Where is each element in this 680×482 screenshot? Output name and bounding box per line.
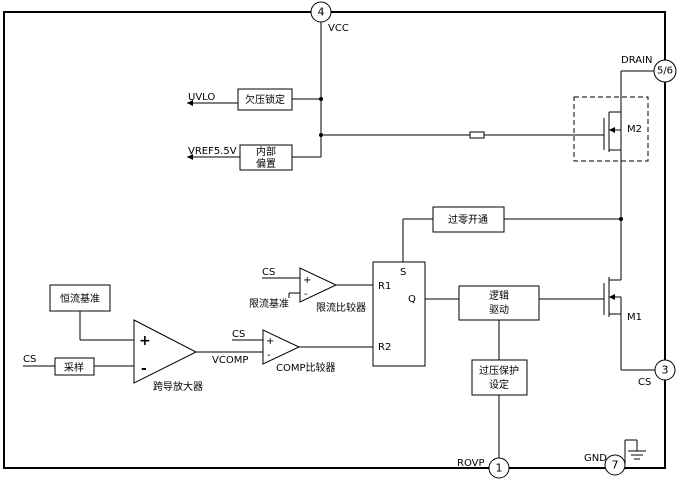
pin-cs-num: 3 (662, 364, 669, 377)
uvlo-block-label: 欠压锁定 (245, 93, 285, 106)
amp-minus: - (141, 361, 147, 377)
pin-rovp (488, 457, 510, 479)
arrow-icon (187, 154, 193, 160)
pin-gnd (604, 454, 626, 476)
sign-plus: + (303, 275, 311, 286)
gnd-label: GND (584, 453, 607, 464)
limit-ref-label: 限流基准 (249, 297, 289, 310)
limit-comp-label: 限流比较器 (316, 301, 366, 314)
pin-gnd-num: 7 (612, 459, 619, 472)
vcomp-label: VCOMP (212, 355, 248, 366)
cs-comp-label: CS (232, 329, 245, 340)
pin-drain (653, 59, 677, 83)
sign-minus: - (267, 350, 271, 361)
m2-arrow-icon (609, 127, 615, 133)
m1-label: M1 (627, 312, 642, 323)
ff-s-label: S (400, 267, 406, 278)
sign-minus: - (304, 289, 308, 300)
pin-rovp-num: 1 (496, 462, 503, 475)
m2-dashed-box (573, 96, 649, 162)
logic-label-1: 逻辑 (489, 289, 509, 302)
pin-vcc-num: 4 (318, 6, 325, 19)
pin-drain-num: 5/6 (657, 66, 673, 77)
cs-pin-label: CS (638, 377, 651, 388)
bias-block-label-2: 偏置 (256, 157, 276, 170)
uvlo-signal-label: UVLO (188, 92, 215, 103)
m2-label: M2 (627, 124, 642, 135)
rovp-label: ROVP (457, 458, 485, 469)
cs-limit-label: CS (262, 267, 275, 278)
pin-cs (654, 359, 676, 381)
ff-r2-label: R2 (378, 342, 391, 353)
logic-label-2: 驱动 (489, 304, 509, 316)
amp-plus: + (139, 333, 151, 349)
sign-plus: + (266, 336, 274, 347)
amp-label: 跨导放大器 (153, 380, 203, 393)
vref-signal-label: VREF5.5V (188, 146, 237, 157)
drain-label: DRAIN (621, 55, 653, 66)
logic-driver-block (458, 285, 540, 321)
sr-flipflop (372, 261, 426, 367)
pin-vcc (310, 1, 332, 23)
bias-block-label-1: 内部 (256, 145, 276, 158)
transconductance-amplifier (133, 319, 198, 384)
chip-outline (3, 11, 666, 469)
const-ref-block (49, 284, 111, 312)
ovp-label-2: 设定 (489, 378, 509, 391)
const-ref-label: 恒流基准 (60, 292, 100, 305)
cs-input-label: CS (23, 354, 36, 365)
vcc-label: VCC (328, 23, 349, 34)
ff-r1-label: R1 (378, 281, 391, 292)
ovp-label-1: 过压保护 (479, 364, 519, 377)
sample-label: 采样 (64, 361, 84, 374)
comp-comparator (262, 329, 301, 365)
arrow-icon (187, 100, 193, 106)
zero-cross-label: 过零开通 (448, 213, 488, 226)
limit-comparator (299, 267, 338, 303)
resistor (469, 131, 485, 139)
uvlo-block (237, 88, 293, 111)
comp-comp-label: COMP比较器 (276, 361, 336, 374)
m1-arrow-icon (609, 294, 615, 300)
ff-q-label: Q (408, 294, 416, 305)
